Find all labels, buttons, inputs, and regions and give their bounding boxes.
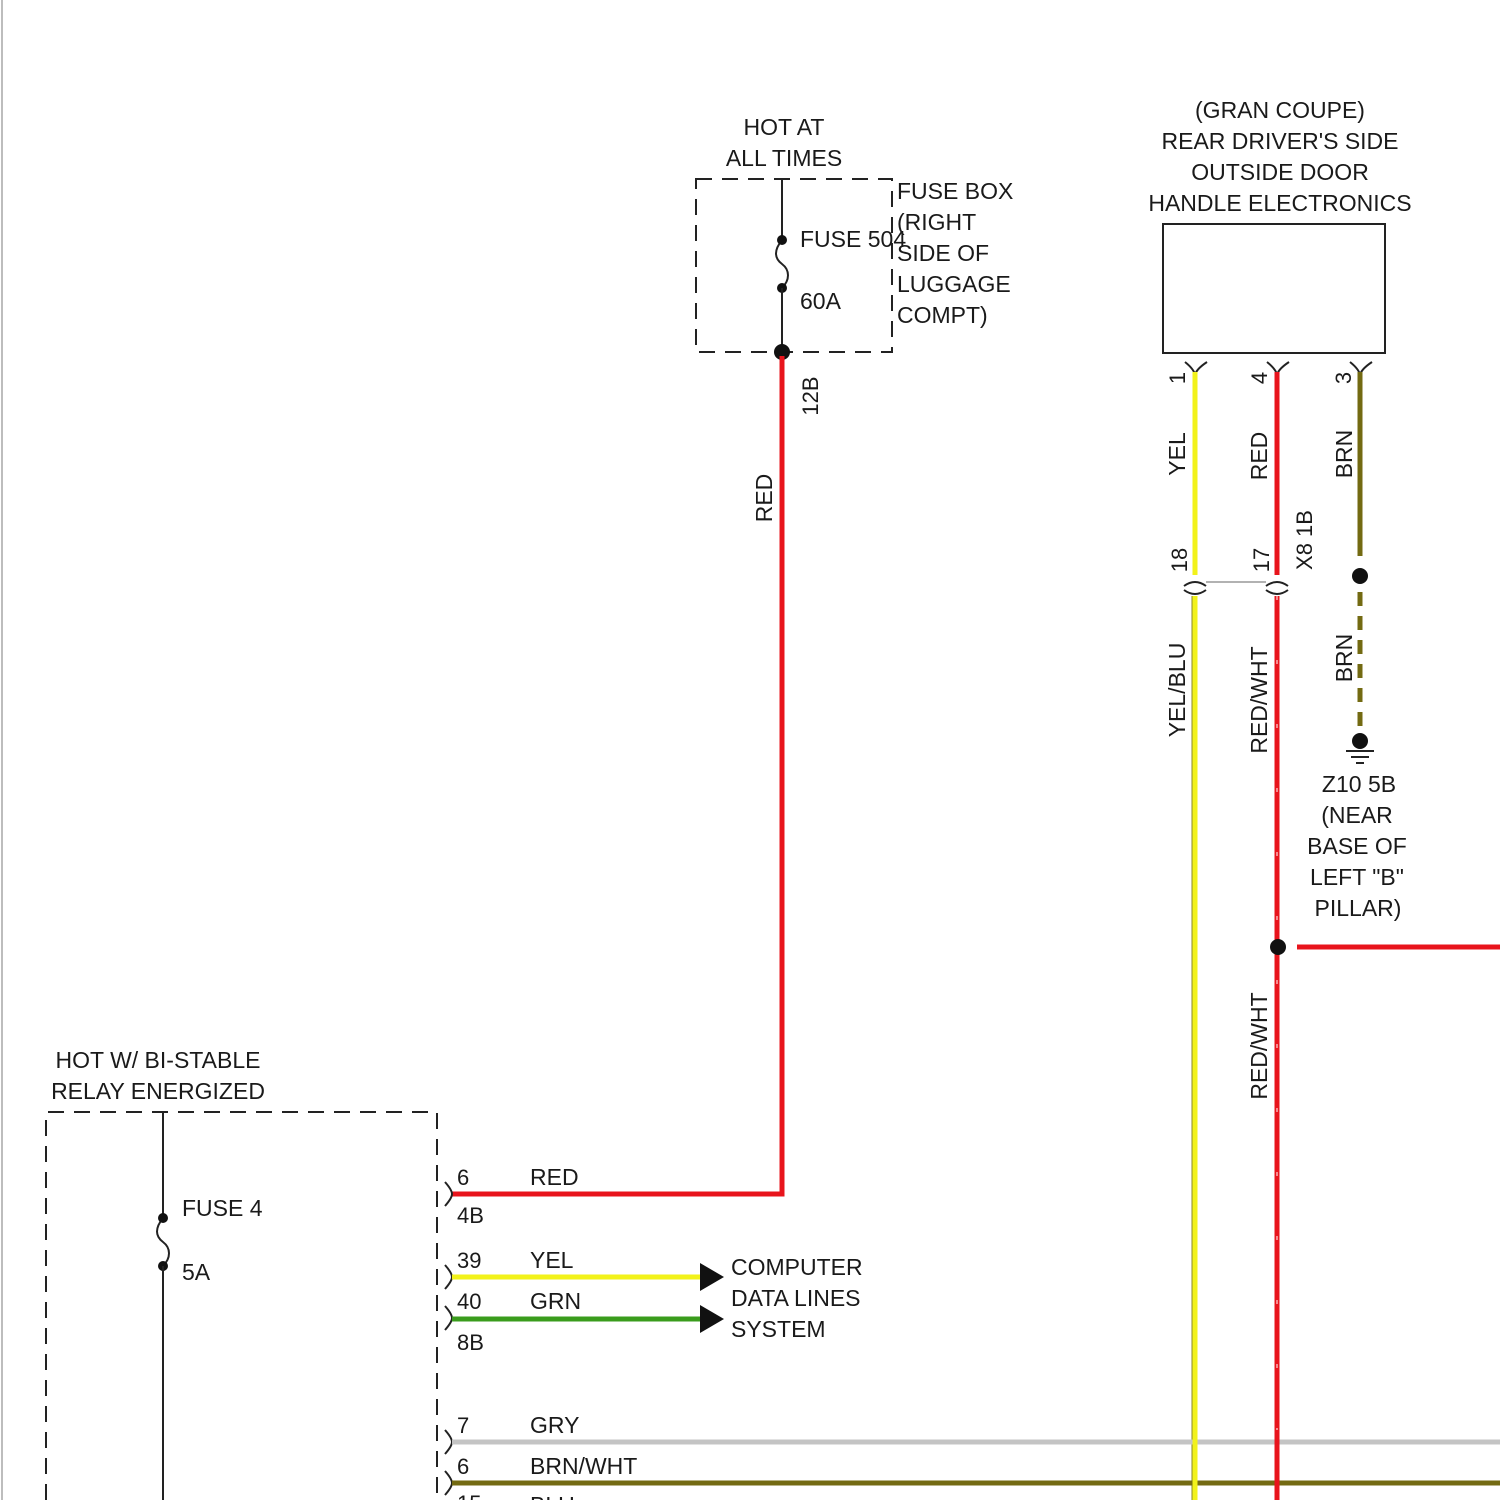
relay-box-header-line-2: RELAY ENERGIZED [51, 1078, 265, 1104]
red-wht-wire-label-lower: RED/WHT [1246, 992, 1272, 1099]
fuse-box-header-line-1: HOT AT [744, 114, 825, 140]
module-body [1163, 224, 1385, 353]
module-pin-4-label: 4 [1247, 372, 1272, 384]
relay-pin-40-label: 40 [457, 1289, 481, 1314]
destination-label-line-3: SYSTEM [731, 1316, 826, 1342]
module-title-line-2: REAR DRIVER'S SIDE [1162, 128, 1399, 154]
ground-symbol-icon [1346, 751, 1374, 763]
relay-pin-39-label: 39 [457, 1248, 481, 1273]
relay-pin-6-label: 6 [457, 1165, 469, 1190]
relay-gry-wire-label: GRY [530, 1412, 579, 1438]
relay-red-wire-label: RED [530, 1164, 579, 1190]
relay-wire-cut-off-label: BLU [530, 1492, 575, 1500]
fuse-box-location-line-1: FUSE BOX [897, 178, 1013, 204]
ground-label-line-4: LEFT "B" [1310, 864, 1404, 890]
red-wire-fuse-504 [452, 356, 782, 1194]
fuse-box-header-line-2: ALL TIMES [726, 145, 842, 171]
connector-pin-17-label: 17 [1249, 548, 1274, 572]
fuse-504-name: FUSE 504 [800, 226, 906, 252]
fuse-504-top-dot [777, 235, 787, 245]
connector-pin-18-top-icon [1184, 582, 1206, 586]
connector-pin-17-top-icon [1266, 582, 1288, 586]
fuse-box-location-line-5: COMPT) [897, 302, 988, 328]
ground-z10: BRN Z10 5B (NEAR BASE OF LEFT "B" PILLAR… [1307, 568, 1407, 921]
connector-pin-18-label: 18 [1167, 548, 1192, 572]
fuse-504-rating: 60A [800, 288, 842, 314]
fuse-4-rating: 5A [182, 1259, 211, 1285]
fuse-box-outline [696, 179, 892, 352]
relay-grn-wire-label: GRN [530, 1288, 581, 1314]
relay-pin-39-connector-icon [445, 1265, 452, 1289]
relay-brn-wht-wire-label: BRN/WHT [530, 1453, 637, 1479]
relay-pin-6b-connector-icon [445, 1471, 452, 1495]
module-title-line-1: (GRAN COUPE) [1195, 97, 1365, 123]
relay-connector-4b-label: 4B [457, 1203, 484, 1228]
red-wht-wire-label-upper: RED/WHT [1246, 646, 1272, 753]
relay-fuse-box: HOT W/ BI-STABLE RELAY ENERGIZED FUSE 4 … [46, 1047, 637, 1500]
relay-pin-6b-label: 6 [457, 1454, 469, 1479]
module-title-line-3: OUTSIDE DOOR [1191, 159, 1369, 185]
ground-bottom-dot [1352, 733, 1368, 749]
relay-box-outline [46, 1112, 437, 1500]
relay-pin-cut-off-label: 15 [457, 1491, 481, 1500]
fuse-box-location-line-2: (RIGHT [897, 209, 976, 235]
door-handle-module: (GRAN COUPE) REAR DRIVER'S SIDE OUTSIDE … [1148, 97, 1411, 384]
ground-label-line-5: PILLAR) [1315, 895, 1402, 921]
connector-pin-18-bottom-icon [1184, 590, 1206, 594]
yel-wire-pin-1-label: YEL [1164, 432, 1190, 476]
relay-pin-7-label: 7 [457, 1413, 469, 1438]
fuse-box-terminal-label: 12B [798, 376, 823, 415]
inline-connector-x8: 18 17 X8 1B [1167, 510, 1317, 594]
relay-pin-7-connector-icon [445, 1430, 452, 1454]
module-title-line-4: HANDLE ELECTRONICS [1148, 190, 1411, 216]
fuse-504-symbol-icon [776, 240, 788, 288]
ground-wire-top-dot [1352, 568, 1368, 584]
yel-blu-wire-label: YEL/BLU [1164, 643, 1190, 738]
relay-yel-wire-label: YEL [530, 1247, 574, 1273]
fuse-4-top-dot [158, 1213, 168, 1223]
relay-pin-6-connector-icon [445, 1182, 452, 1206]
ground-label-line-3: BASE OF [1307, 833, 1407, 859]
module-pin-1-label: 1 [1165, 372, 1190, 384]
red-wire-pin-4-label: RED [1246, 432, 1272, 481]
brn-wire-pin-3-label: BRN [1331, 430, 1357, 479]
connector-pin-17-bottom-icon [1266, 590, 1288, 594]
fuse-4-name: FUSE 4 [182, 1195, 263, 1221]
connector-name-label: X8 1B [1292, 510, 1317, 570]
yel-data-arrow-icon [700, 1263, 724, 1291]
ground-label-line-1: Z10 5B [1322, 771, 1396, 797]
module-pin-3-label: 3 [1331, 372, 1356, 384]
ground-wire-label: BRN [1331, 634, 1357, 683]
destination-label-line-1: COMPUTER [731, 1254, 863, 1280]
fuse-box-location-line-3: SIDE OF [897, 240, 989, 266]
grn-data-arrow-icon [700, 1305, 724, 1333]
red-wire-fuse-504-label: RED [751, 474, 777, 523]
ground-label-line-2: (NEAR [1321, 802, 1393, 828]
relay-pin-40-connector-icon [445, 1306, 452, 1330]
relay-connector-8b-label: 8B [457, 1330, 484, 1355]
fuse-4-symbol-icon [157, 1218, 169, 1266]
fuse-box-504: HOT AT ALL TIMES FUSE 504 60A FUSE BOX (… [696, 114, 1013, 416]
destination-label-line-2: DATA LINES [731, 1285, 861, 1311]
fuse-box-location-line-4: LUGGAGE [897, 271, 1011, 297]
relay-box-header-line-1: HOT W/ BI-STABLE [56, 1047, 261, 1073]
red-wht-splice-dot [1270, 939, 1286, 955]
